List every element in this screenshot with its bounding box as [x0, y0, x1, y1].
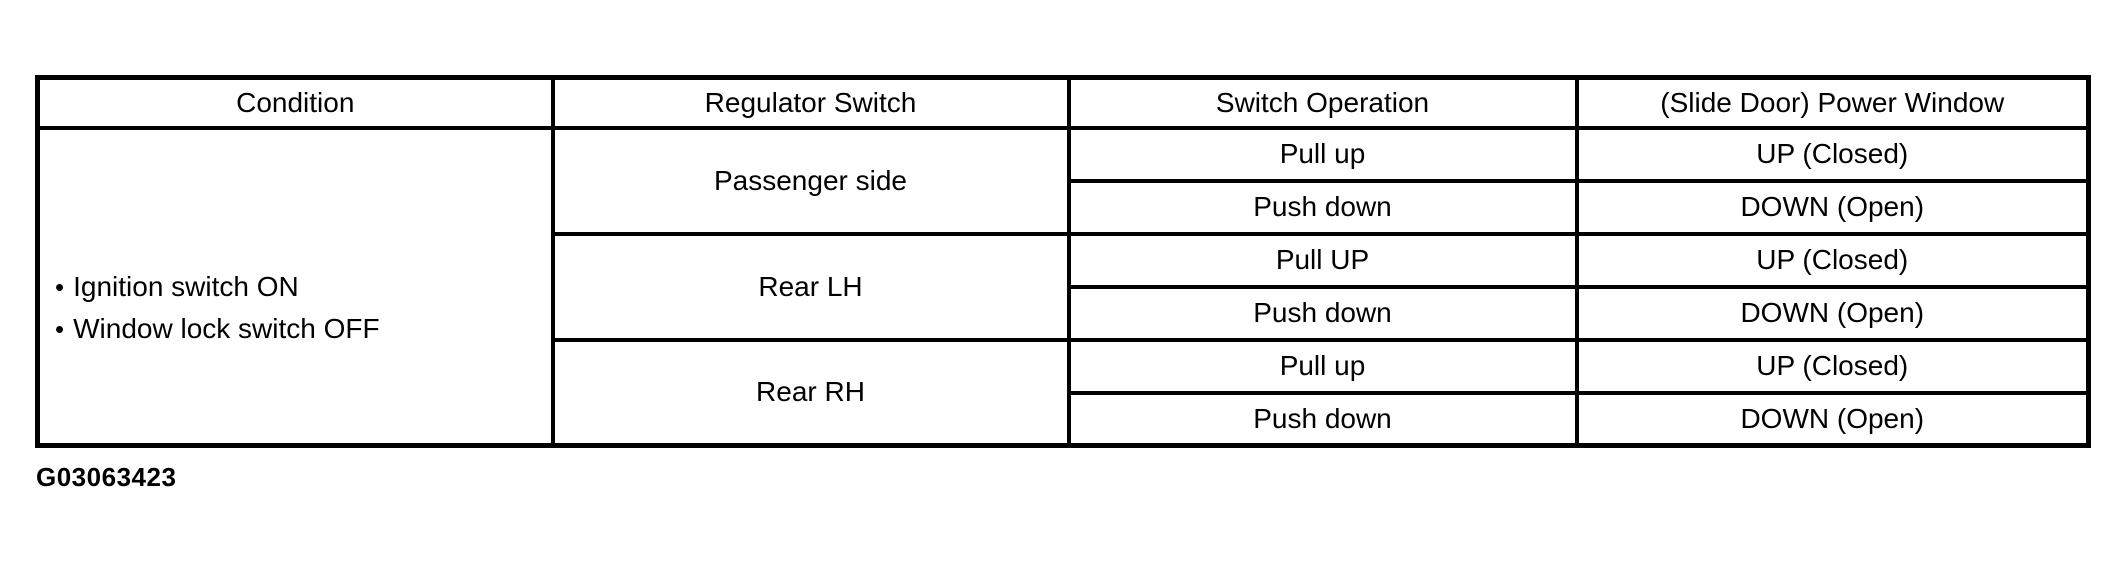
regulator-switch-cell: Rear LH — [550, 231, 1071, 342]
switch-operation-cell: Pull UP — [1066, 231, 1579, 289]
switch-operation-cell: Push down — [1066, 178, 1579, 236]
regulator-switch-cell: Rear RH — [550, 337, 1071, 448]
col-header-power-window: (Slide Door) Power Window — [1574, 75, 2091, 130]
switch-operation-cell: Push down — [1066, 390, 1579, 448]
regulator-switch-cell: Passenger side — [550, 125, 1071, 236]
power-window-cell: UP (Closed) — [1574, 231, 2091, 289]
condition-item: • Ignition switch ON — [55, 266, 543, 308]
switch-operation-cell: Pull up — [1066, 125, 1579, 183]
power-window-cell: UP (Closed) — [1574, 125, 2091, 183]
condition-text: Window lock switch OFF — [73, 313, 380, 345]
power-window-cell: DOWN (Open) — [1574, 284, 2091, 342]
table-row: Rear RH Pull up UP (Closed) — [38, 337, 2091, 448]
condition-item: • Window lock switch OFF — [55, 308, 543, 350]
power-window-cell: UP (Closed) — [1574, 337, 2091, 395]
bullet-icon: • — [55, 314, 65, 345]
power-window-cell: DOWN (Open) — [1574, 178, 2091, 236]
power-window-cell: DOWN (Open) — [1574, 390, 2091, 448]
bullet-icon: • — [55, 272, 65, 303]
switch-operation-cell: Push down — [1066, 284, 1579, 342]
table-row: • Ignition switch ON • Window lock switch … — [35, 125, 2091, 448]
header-row: Condition Regulator Switch Switch Operat… — [35, 75, 2091, 130]
condition-cell: • Ignition switch ON • Window lock switch … — [35, 125, 555, 448]
switch-operation-cell: Pull up — [1066, 337, 1579, 395]
table-row: Rear LH Pull UP UP (Closed) — [38, 231, 2091, 342]
col-header-regulator-switch: Regulator Switch — [550, 75, 1071, 130]
col-header-switch-operation: Switch Operation — [1066, 75, 1579, 130]
col-header-condition: Condition — [35, 75, 555, 130]
condition-text: Ignition switch ON — [73, 271, 299, 303]
power-window-operation-table: Condition Regulator Switch Switch Operat… — [35, 75, 2091, 448]
figure-id: G03063423 — [36, 462, 177, 492]
table-row: Push down DOWN (Open) — [38, 390, 2091, 448]
table-row: Push down DOWN (Open) — [38, 178, 2091, 236]
table-row: Push down DOWN (Open) — [38, 284, 2091, 342]
